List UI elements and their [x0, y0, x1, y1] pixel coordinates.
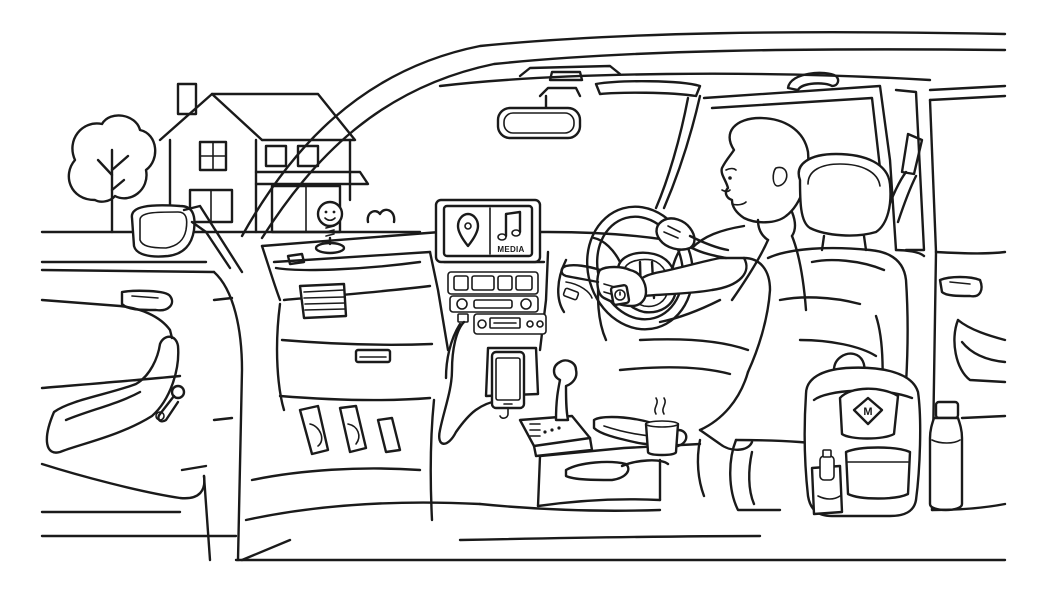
hazard-button-row[interactable] [447, 271, 539, 295]
water-bottle-small-icon [819, 449, 835, 481]
side-mirror [130, 204, 196, 258]
center-console-controls [447, 271, 547, 335]
map-pin-icon[interactable] [456, 212, 480, 248]
house-icon [158, 82, 396, 234]
car-frame [240, 30, 1007, 512]
svg-text:M: M [863, 406, 872, 418]
driver-figure [560, 116, 810, 451]
pedals [298, 404, 402, 456]
glove-box-handle[interactable] [354, 348, 392, 364]
climate-controls[interactable] [449, 295, 539, 313]
usb-port[interactable] [457, 313, 469, 323]
air-vent-left[interactable] [298, 282, 348, 320]
water-bottle-icon [928, 400, 964, 512]
passenger-door [40, 204, 244, 562]
center-console-tray [536, 442, 702, 508]
radio-unit[interactable] [473, 313, 547, 335]
driver-seat [696, 152, 909, 512]
backpack-icon: M [803, 352, 922, 518]
music-note-icon[interactable] [497, 210, 522, 241]
media-label: MEDIA [497, 245, 524, 254]
tree-icon [67, 114, 157, 234]
bobblehead-figure [314, 200, 346, 255]
infotainment-screen[interactable]: MEDIA [434, 198, 542, 264]
gear-shifter[interactable] [518, 359, 594, 458]
smartphone[interactable] [490, 350, 526, 410]
wristwatch-icon [609, 284, 631, 306]
backpack-logo: M [852, 396, 884, 426]
coffee-mug-icon [644, 397, 688, 457]
outside-scenery [40, 82, 422, 234]
phone-holder [438, 320, 540, 445]
